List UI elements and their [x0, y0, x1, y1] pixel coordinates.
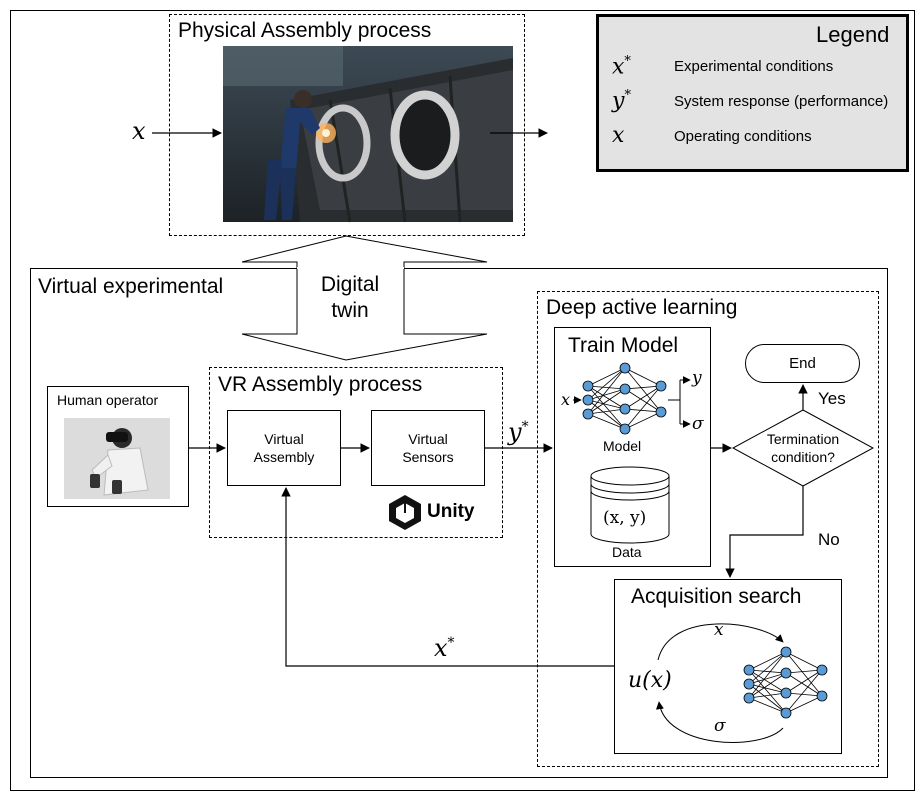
virtual-assembly-line1: Virtual — [264, 431, 304, 447]
acquisition-search-box — [614, 579, 842, 754]
data-xy-label: (x, y) — [603, 508, 647, 528]
legend-symbol-x: x — [612, 123, 625, 148]
train-model-output-sigma: σ — [692, 414, 704, 434]
model-label: Model — [603, 438, 642, 454]
unity-logo-text: Unity — [427, 501, 475, 522]
legend-symbol-ystar: y* — [612, 88, 631, 114]
digital-twin-line2: twin — [331, 299, 369, 322]
termination-line2: condition? — [771, 449, 835, 465]
virtual-sensors-line2: Sensors — [402, 449, 454, 465]
acquisition-sigma-label: σ — [714, 716, 726, 736]
edge-label-xstar: x* — [434, 634, 455, 662]
train-model-output-y: y — [692, 368, 702, 388]
outer-frame — [10, 10, 915, 791]
edge-label-ystar: y* — [508, 418, 529, 446]
virtual-assembly-node: Virtual Assembly — [227, 410, 341, 486]
legend-label-system: System response (performance) — [674, 93, 889, 110]
termination-label: Termination condition? — [750, 430, 856, 466]
train-model-title: Train Model — [568, 334, 679, 357]
legend-title: Legend — [816, 22, 890, 47]
physical-assembly-box — [169, 14, 525, 236]
virtual-experimental-title: Virtual experimental — [38, 275, 224, 298]
digital-twin-line1: Digital — [320, 273, 380, 296]
legend-label-experimental: Experimental conditions — [674, 58, 834, 75]
virtual-sensors-line1: Virtual — [408, 431, 448, 447]
legend-symbol-xstar: x* — [612, 54, 631, 80]
vr-assembly-title: VR Assembly process — [218, 373, 423, 396]
data-label: Data — [612, 544, 642, 560]
legend-label-operating: Operating conditions — [674, 128, 812, 145]
physical-assembly-title: Physical Assembly process — [178, 19, 432, 42]
acquisition-x-label: x — [714, 620, 724, 640]
worker-figure — [264, 90, 320, 220]
virtual-experimental-box — [30, 268, 888, 778]
deep-active-learning-box — [537, 291, 879, 767]
no-label: No — [818, 530, 840, 549]
train-model-input-x: x — [561, 390, 571, 409]
human-operator-label: Human operator — [57, 392, 159, 408]
virtual-sensors-node: Virtual Sensors — [371, 410, 485, 486]
legend-box — [596, 14, 909, 172]
termination-line1: Termination — [766, 431, 840, 447]
yes-label: Yes — [818, 389, 846, 408]
physical-input-label: x — [132, 117, 146, 145]
train-model-box — [554, 327, 711, 567]
virtual-assembly-line2: Assembly — [253, 449, 315, 465]
acquisition-u-label: u(x) — [628, 668, 672, 693]
acquisition-search-title: Acquisition search — [631, 585, 802, 608]
human-operator-box — [47, 386, 189, 507]
end-node: End — [745, 344, 860, 383]
vr-assembly-box — [209, 367, 503, 538]
deep-active-learning-title: Deep active learning — [546, 296, 738, 319]
digital-twin-label: Digital twin — [300, 272, 400, 324]
